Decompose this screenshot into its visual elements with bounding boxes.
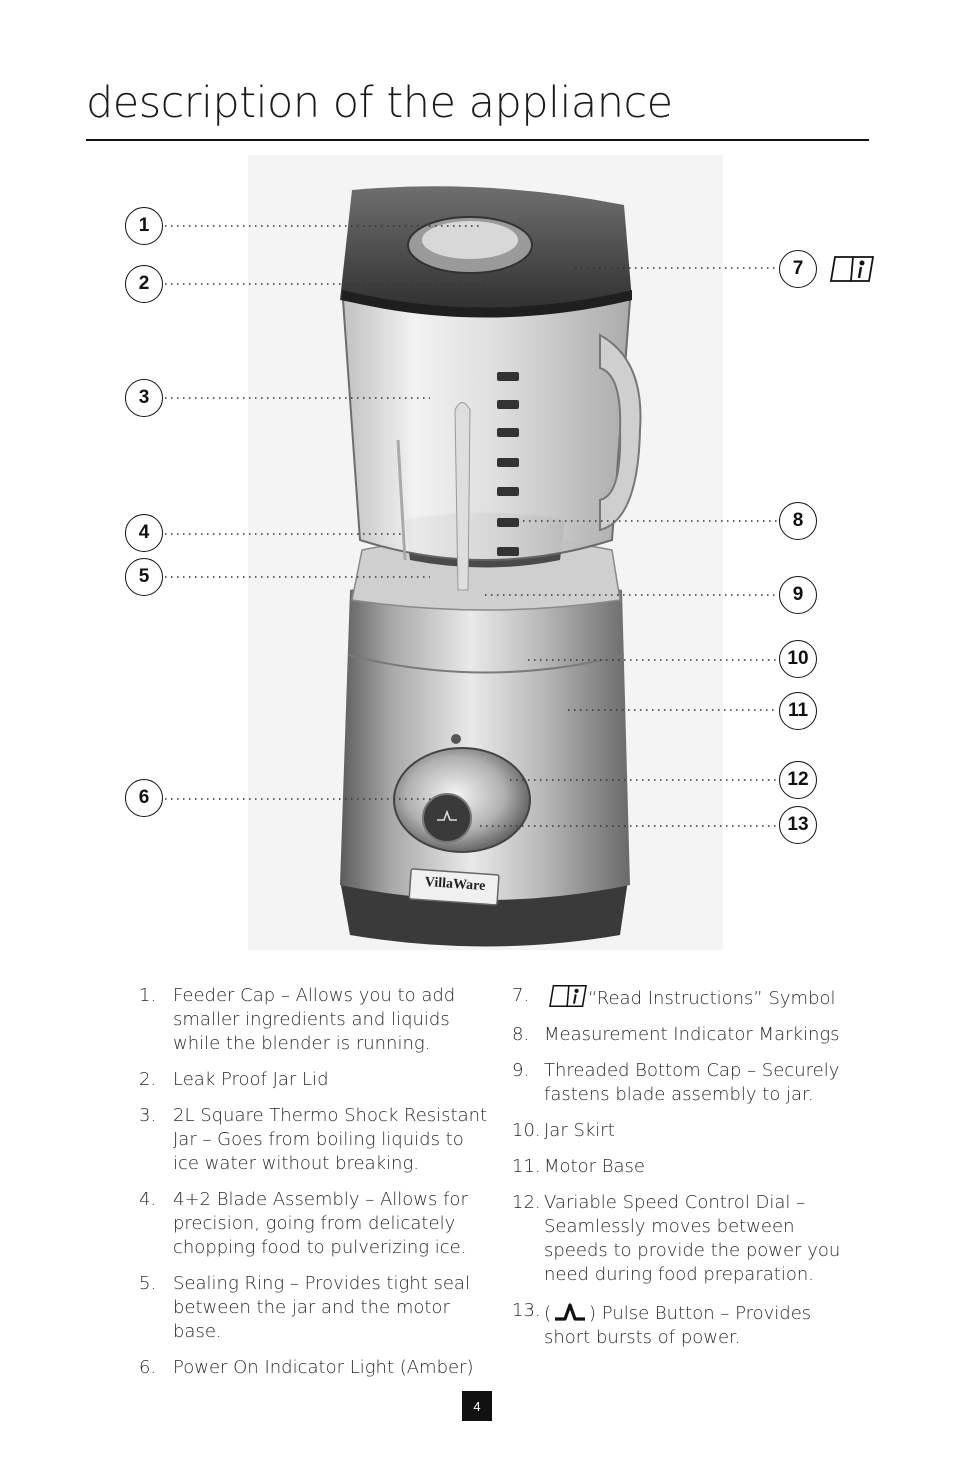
- callout-12: 12: [779, 761, 817, 799]
- list-item: 10.Jar Skirt: [512, 1120, 615, 1141]
- callout-11: 11: [779, 692, 817, 730]
- page-number: 4: [462, 1391, 492, 1421]
- jar: [341, 299, 632, 561]
- jar-handle: [599, 333, 642, 532]
- pulse-button: [422, 793, 472, 843]
- list-item: 3.2L Square Thermo Shock Resistant Jar –…: [139, 1105, 488, 1174]
- book-info-icon: [829, 256, 875, 282]
- callout-1: 1: [125, 207, 163, 245]
- list-item: 9.Threaded Bottom Cap – Securely fastens…: [512, 1060, 840, 1105]
- list-item: 11.Motor Base: [512, 1156, 646, 1177]
- list-item: 6.Power On Indicator Light (Amber): [139, 1357, 474, 1378]
- measurement-markings: [497, 372, 519, 556]
- list-item: 7. “Read Instructions” Symbol: [512, 984, 836, 1009]
- callout-3: 3: [125, 379, 163, 417]
- callout-2: 2: [125, 265, 163, 303]
- callout-5: 5: [125, 558, 163, 596]
- callout-6: 6: [125, 779, 163, 817]
- parts-list-right: 7. “Read Instructions” Symbol 8.Measurem…: [512, 984, 847, 1362]
- callout-7: 7: [779, 250, 817, 288]
- page-title: description of the appliance: [86, 78, 673, 128]
- list-item: 13.( ) Pulse Button – Provides short bur…: [512, 1300, 812, 1348]
- list-item: 12.Variable Speed Control Dial – Seamles…: [512, 1192, 841, 1285]
- callout-10: 10: [779, 640, 817, 678]
- parts-list-left: 1.Feeder Cap – Allows you to add smaller…: [139, 984, 489, 1392]
- book-info-icon: [549, 984, 587, 1008]
- leader-lines: [165, 225, 778, 827]
- blender-figure: 1 2 3 4 5 6 7 8 9 10 11 12 13 VillaWare: [0, 150, 954, 960]
- list-item: 5.Sealing Ring – Provides tight seal bet…: [139, 1273, 470, 1342]
- pulse-wave-icon: [555, 1303, 586, 1321]
- list-item: 1.Feeder Cap – Allows you to add smaller…: [139, 985, 456, 1054]
- list-item: 8.Measurement Indicator Markings: [512, 1024, 840, 1045]
- callout-4: 4: [125, 514, 163, 552]
- list-item: 4.4+2 Blade Assembly – Allows for precis…: [139, 1189, 468, 1258]
- title-rule: [86, 139, 869, 141]
- callout-13: 13: [779, 806, 817, 844]
- motor-base: [340, 572, 630, 900]
- list-item: 2.Leak Proof Jar Lid: [139, 1069, 329, 1090]
- callout-9: 9: [779, 576, 817, 614]
- callout-8: 8: [779, 502, 817, 540]
- blender-illustration: [165, 155, 875, 950]
